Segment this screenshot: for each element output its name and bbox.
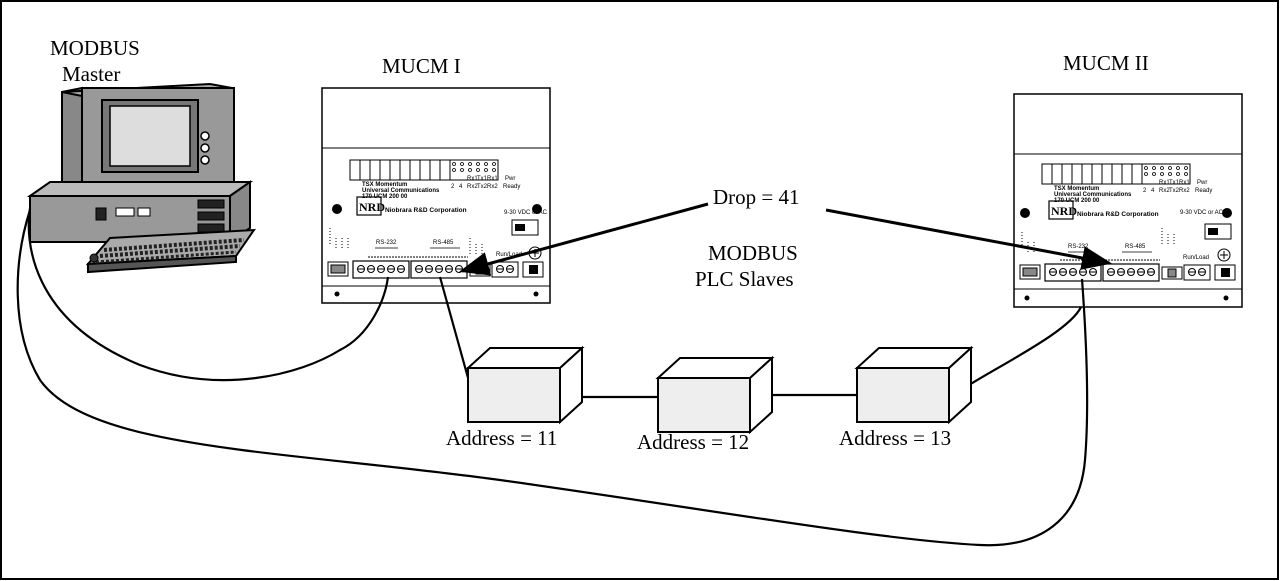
mucm2-runload: Run/Load bbox=[1183, 255, 1209, 261]
address-13-label: Address = 13 bbox=[839, 426, 951, 450]
drop-arrow-mucm1 bbox=[459, 202, 709, 276]
mucm2-title: MUCM II bbox=[1063, 51, 1149, 75]
mucm2-led-label-5: Rx1 bbox=[1179, 180, 1190, 186]
slaves-label-line1: MODBUS bbox=[708, 241, 798, 265]
mucm1-mount-hole-right bbox=[532, 204, 542, 214]
master-computer-icon bbox=[26, 82, 256, 274]
mucm1-led-label-3: Rx1 bbox=[467, 176, 478, 182]
drop-arrow-mucm2 bbox=[825, 208, 1112, 270]
plc-slave-11-icon bbox=[465, 345, 585, 425]
mucm2-corp: Niobrara R&D Corporation bbox=[1077, 211, 1159, 218]
plc-slave-12-icon bbox=[655, 355, 775, 435]
mucm1-led-label-5: Rx1 bbox=[487, 176, 498, 182]
mucm1-rs232-label: RS-232 bbox=[376, 240, 397, 246]
mucm2-logo: NRD bbox=[1051, 204, 1077, 218]
mucm1-part-number: 170 UCM 200 00 bbox=[362, 194, 408, 200]
drop-label: Drop = 41 bbox=[713, 185, 800, 209]
mucm2-rs485-label: RS-485 bbox=[1125, 244, 1146, 250]
mucm1-led-label-10: Ready bbox=[503, 184, 520, 190]
mucm1-led-label-7: Rx2 bbox=[467, 184, 478, 190]
mucm2-mount-hole-right bbox=[1222, 208, 1232, 218]
mucm2-led-label-3: Rx1 bbox=[1159, 180, 1170, 186]
mucm1-mount-hole-left bbox=[332, 204, 342, 214]
mucm2-led-label-4: Tx1 bbox=[1169, 180, 1180, 186]
cable-master-mucm1 bbox=[27, 207, 390, 382]
mucm2-product-line2: Universal Communications bbox=[1054, 192, 1132, 198]
mucm1-led-label-6: Pwr bbox=[505, 176, 515, 182]
cable-slave13-mucm2 bbox=[968, 306, 1082, 386]
mucm1-product: TSX Momentum bbox=[362, 182, 407, 188]
mucm1-module bbox=[321, 87, 551, 304]
mucm1-rs485-label: RS-485 bbox=[433, 240, 454, 246]
mucm2-mount-hole-left bbox=[1020, 208, 1030, 218]
mucm2-module bbox=[1013, 93, 1243, 308]
mucm2-power: 9-30 VDC or AC bbox=[1180, 210, 1224, 216]
address-11-label: Address = 11 bbox=[446, 426, 557, 450]
mucm2-led-label-10: Ready bbox=[1195, 188, 1212, 194]
mucm2-led-label-8: Tx2 bbox=[1169, 188, 1180, 194]
mucm1-led-label-1: 2 bbox=[451, 184, 455, 190]
mucm2-rs232-label: RS-232 bbox=[1068, 244, 1089, 250]
mucm1-corp: Niobrara R&D Corporation bbox=[385, 207, 467, 214]
mucm2-led-label-7: Rx2 bbox=[1159, 188, 1170, 194]
mucm1-led-label-2: 4 bbox=[459, 184, 463, 190]
plc-slave-13-icon bbox=[854, 345, 974, 425]
mucm1-logo: NRD bbox=[359, 200, 385, 214]
mucm1-power: 9-30 VDC or AC bbox=[504, 210, 548, 216]
slaves-label-line2: PLC Slaves bbox=[695, 267, 794, 291]
cables bbox=[16, 207, 1089, 547]
mucm2-led-label-6: Pwr bbox=[1197, 180, 1207, 186]
address-12-label: Address = 12 bbox=[637, 430, 749, 454]
mucm1-led-label-8: Tx2 bbox=[477, 184, 488, 190]
master-label-line1: MODBUS bbox=[50, 36, 140, 60]
mucm1-title: MUCM I bbox=[382, 54, 461, 78]
mucm2-led-label-1: 2 bbox=[1143, 188, 1147, 194]
cable-mucm1-slave11 bbox=[438, 276, 472, 386]
mucm2-product: TSX Momentum bbox=[1054, 186, 1099, 192]
mucm2-led-label-9: Rx2 bbox=[1179, 188, 1190, 194]
mucm1-runload: Run/Load bbox=[496, 252, 522, 258]
mucm1-product-line2: Universal Communications bbox=[362, 188, 440, 194]
mucm2-led-label-2: 4 bbox=[1151, 188, 1155, 194]
cable-master-mucm2 bbox=[16, 209, 1089, 547]
mucm2-part-number: 170 UCM 200 00 bbox=[1054, 198, 1100, 204]
mucm1-led-label-9: Rx2 bbox=[487, 184, 498, 190]
master-label-line2: Master bbox=[62, 62, 120, 86]
mucm1-led-label-4: Tx1 bbox=[477, 176, 488, 182]
